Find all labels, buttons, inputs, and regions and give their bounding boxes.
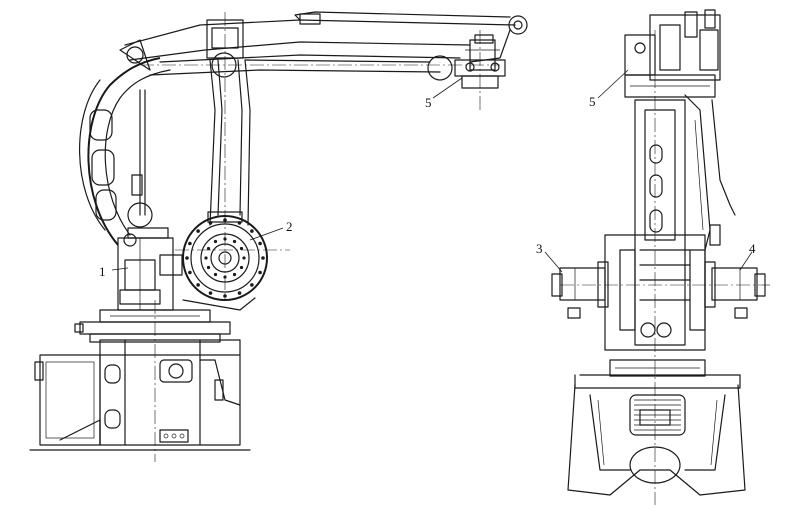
wrist-motor-5 [454, 34, 506, 89]
gear-bolt [250, 283, 254, 287]
lower-arm [206, 19, 251, 226]
callout-1: 1 [99, 264, 106, 279]
gear-inner-bolt [223, 237, 227, 241]
motor-1-housing [117, 227, 183, 311]
gear-inner-bolt [206, 265, 211, 270]
callout-3: 3 [536, 241, 543, 256]
gear-inner-bolt [239, 246, 244, 251]
front-column [604, 94, 736, 351]
callout-4: 4 [749, 241, 756, 256]
motor-4 [704, 261, 766, 319]
gear-inner-bolt [204, 256, 208, 260]
motor-2-gear [182, 211, 268, 311]
gear-inner-bolt [213, 239, 218, 244]
gear-bolt [188, 270, 192, 275]
gear-bolt [250, 229, 254, 233]
gear-inner-bolt [223, 275, 227, 279]
callout-5-side: 5 [425, 95, 432, 110]
gear-inner-bolt [242, 256, 246, 260]
gear-bolt [223, 294, 227, 298]
gear-bolt [188, 241, 192, 246]
gear-inner-bolt [206, 246, 211, 251]
gear-bolt [261, 256, 265, 260]
gear-bolt [258, 241, 262, 246]
gear-bolt [208, 291, 213, 295]
turntable [74, 309, 231, 343]
front-base [567, 359, 746, 496]
gear-inner-bolt [232, 272, 237, 277]
upper-arm [119, 11, 528, 81]
gear-bolt [196, 283, 200, 287]
front-wrist-motor-5 [624, 9, 721, 98]
motor-3 [551, 261, 609, 319]
front-view [544, 9, 770, 505]
gear-bolt [223, 218, 227, 222]
gear-bolt [185, 256, 189, 260]
gear-bolt [237, 291, 242, 295]
gear-inner-bolt [239, 265, 244, 270]
base-pedestal [34, 339, 241, 446]
gear-bolt [196, 229, 200, 233]
side-view [29, 11, 528, 462]
callout-5-front: 5 [589, 94, 596, 109]
gear-inner-bolt [232, 239, 237, 244]
rear-link [79, 57, 171, 246]
gear-inner-bolt [213, 272, 218, 277]
gear-bolt [258, 270, 262, 275]
callout-2: 2 [286, 219, 293, 234]
